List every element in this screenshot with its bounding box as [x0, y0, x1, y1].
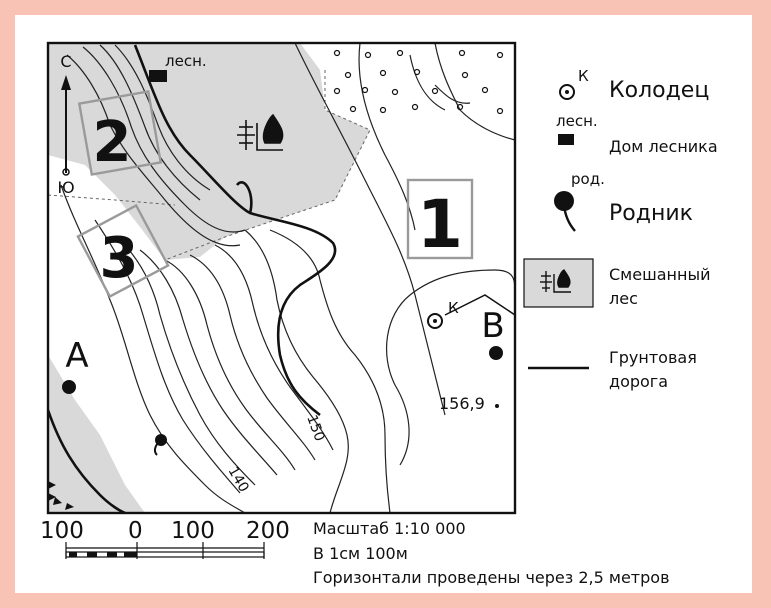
scale-tick-0: 0	[128, 518, 143, 544]
scale-bar	[65, 542, 265, 559]
scale-per-cm: В 1см 100м	[313, 544, 408, 563]
area-1-label: 1	[417, 186, 463, 263]
scale-tick-100: 100	[171, 518, 215, 544]
scale-tick-200: 200	[246, 518, 290, 544]
legend-dirt-road-line2: дорога	[609, 372, 669, 391]
point-a-label: А	[65, 336, 88, 376]
forest-border-dashed	[47, 70, 371, 261]
contour-interval-note: Горизонтали проведены через 2,5 метров	[313, 568, 670, 587]
elevation-mark-label: 156,9	[439, 394, 485, 413]
legend-well-label: Колодец	[609, 78, 710, 103]
scale-ratio: Масштаб 1:10 000	[313, 519, 466, 538]
legend-well-symbol-label: К	[578, 67, 589, 85]
legend-mixed-forest-line2: лес	[609, 289, 638, 308]
road-to-well	[444, 294, 516, 316]
elevation-point	[495, 404, 499, 408]
area-boxes	[76, 90, 474, 299]
south-label: Ю	[57, 178, 74, 197]
north-label: С	[60, 52, 71, 71]
legend-spring-symbol-label: род.	[571, 170, 605, 188]
scale-tick-100-left: 100	[40, 518, 84, 544]
contour-150-label: 150	[303, 413, 327, 444]
legend-dirt-road-line1: Грунтовая	[609, 348, 697, 367]
map-sheet: 1 2 3 С Ю лесн. К А В 156,9 150 140	[15, 15, 752, 593]
ravine-marks	[48, 481, 74, 510]
well-map-label: К	[448, 299, 459, 317]
point-b-label: В	[481, 306, 504, 346]
legend-forester-house-icon	[558, 134, 574, 145]
contour-lines	[60, 42, 516, 514]
map-frame	[46, 41, 517, 515]
area-3-label: 3	[100, 226, 139, 291]
point-b-marker	[489, 346, 503, 360]
well-icon	[427, 313, 443, 329]
legend-forester-symbol-label: лесн.	[556, 112, 598, 130]
point-a-marker	[62, 380, 76, 394]
spring-icon	[153, 434, 167, 456]
mixed-forest-area	[48, 43, 370, 513]
legend-forester-house-label: Дом лесника	[609, 137, 718, 156]
mixed-forest-icon	[237, 113, 284, 151]
legend-spring-label: Родник	[609, 201, 693, 226]
forester-house-label: лесн.	[165, 52, 207, 70]
forester-house-icon	[149, 70, 167, 82]
legend-spring-icon	[554, 191, 576, 232]
legend-mixed-forest-icon	[523, 258, 594, 308]
legend-well-icon	[559, 84, 575, 100]
topographic-map: 1 2 3 С Ю лесн. К А В 156,9 150 140	[46, 41, 594, 559]
dirt-road	[46, 44, 337, 515]
legend-mixed-forest-line1: Смешанный	[609, 265, 711, 284]
north-arrow-icon	[61, 75, 71, 176]
area-2-label: 2	[93, 110, 132, 175]
meadow-dots	[333, 49, 504, 115]
